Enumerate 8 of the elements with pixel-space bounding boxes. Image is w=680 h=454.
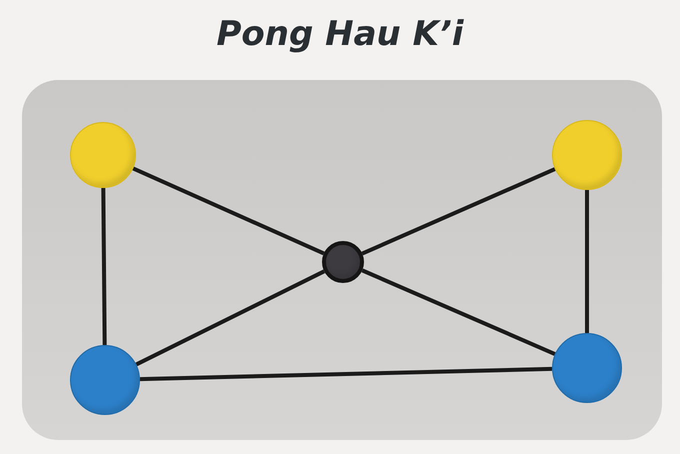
board-line — [132, 166, 325, 256]
board-line — [585, 190, 589, 333]
title-text: Pong Hau K’i — [216, 14, 464, 54]
board-line — [361, 268, 556, 356]
board-line — [101, 188, 107, 346]
board-line — [361, 167, 556, 256]
board-line — [140, 366, 552, 382]
board-line — [135, 270, 326, 366]
